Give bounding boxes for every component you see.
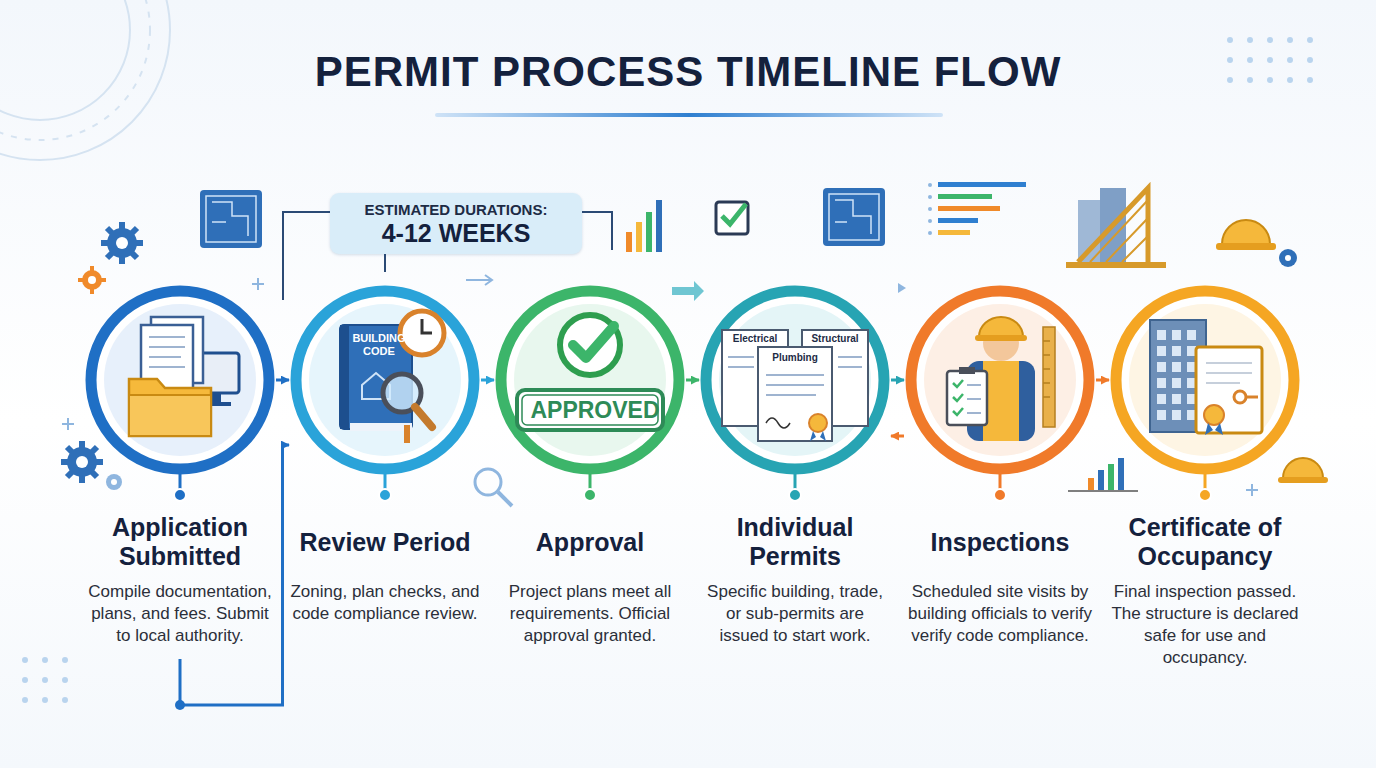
step-circle <box>1110 275 1300 505</box>
step-circle <box>905 275 1095 505</box>
node-body: Project plans meet all requirements. Off… <box>495 581 685 655</box>
step-circle <box>495 275 685 505</box>
process-step: Review PeriodZoning, plan checks, and co… <box>290 275 480 633</box>
node-heading: Certificate of Occupancy <box>1110 509 1300 575</box>
flow-arrow <box>276 379 289 382</box>
flow-arrow <box>481 379 494 382</box>
node-body: Final inspection passed. The structure i… <box>1110 581 1300 677</box>
node-body: 4-12 WEEKS <box>340 219 572 248</box>
flow-arrow <box>891 379 904 382</box>
title: PERMIT PROCESS TIMELINE FLOW <box>0 48 1376 96</box>
node-body: Zoning, plan checks, and code compliance… <box>290 581 480 633</box>
flow-arrow <box>180 445 289 705</box>
node-heading: Application Submitted <box>85 509 275 575</box>
process-step: InspectionsScheduled site visits by buil… <box>905 275 1095 655</box>
process-step: Application SubmittedCompile documentati… <box>85 275 275 655</box>
step-circle <box>290 275 480 505</box>
flow-arrow <box>1096 379 1109 382</box>
node-body: Compile documentation, plans, and fees. … <box>85 581 275 655</box>
step-circle <box>700 275 890 505</box>
process-step: Individual PermitsSpecific building, tra… <box>700 275 890 655</box>
node-body: Scheduled site visits by building offici… <box>905 581 1095 655</box>
node-heading: ESTIMATED DURATIONS: <box>340 200 572 219</box>
node-heading: Approval <box>495 509 685 575</box>
process-step: ApprovalProject plans meet all requireme… <box>495 275 685 655</box>
duration-callout: ESTIMATED DURATIONS:4-12 WEEKS <box>330 193 582 254</box>
step-circle <box>85 275 275 505</box>
flow-arrow <box>686 379 699 382</box>
connector-dot <box>175 700 185 710</box>
node-heading: Review Period <box>290 509 480 575</box>
node-heading: Individual Permits <box>700 509 890 575</box>
node-body: Specific building, trade, or sub-permits… <box>700 581 890 655</box>
node-heading: Inspections <box>905 509 1095 575</box>
flow-arrow <box>891 435 904 438</box>
process-step: Certificate of OccupancyFinal inspection… <box>1110 275 1300 677</box>
